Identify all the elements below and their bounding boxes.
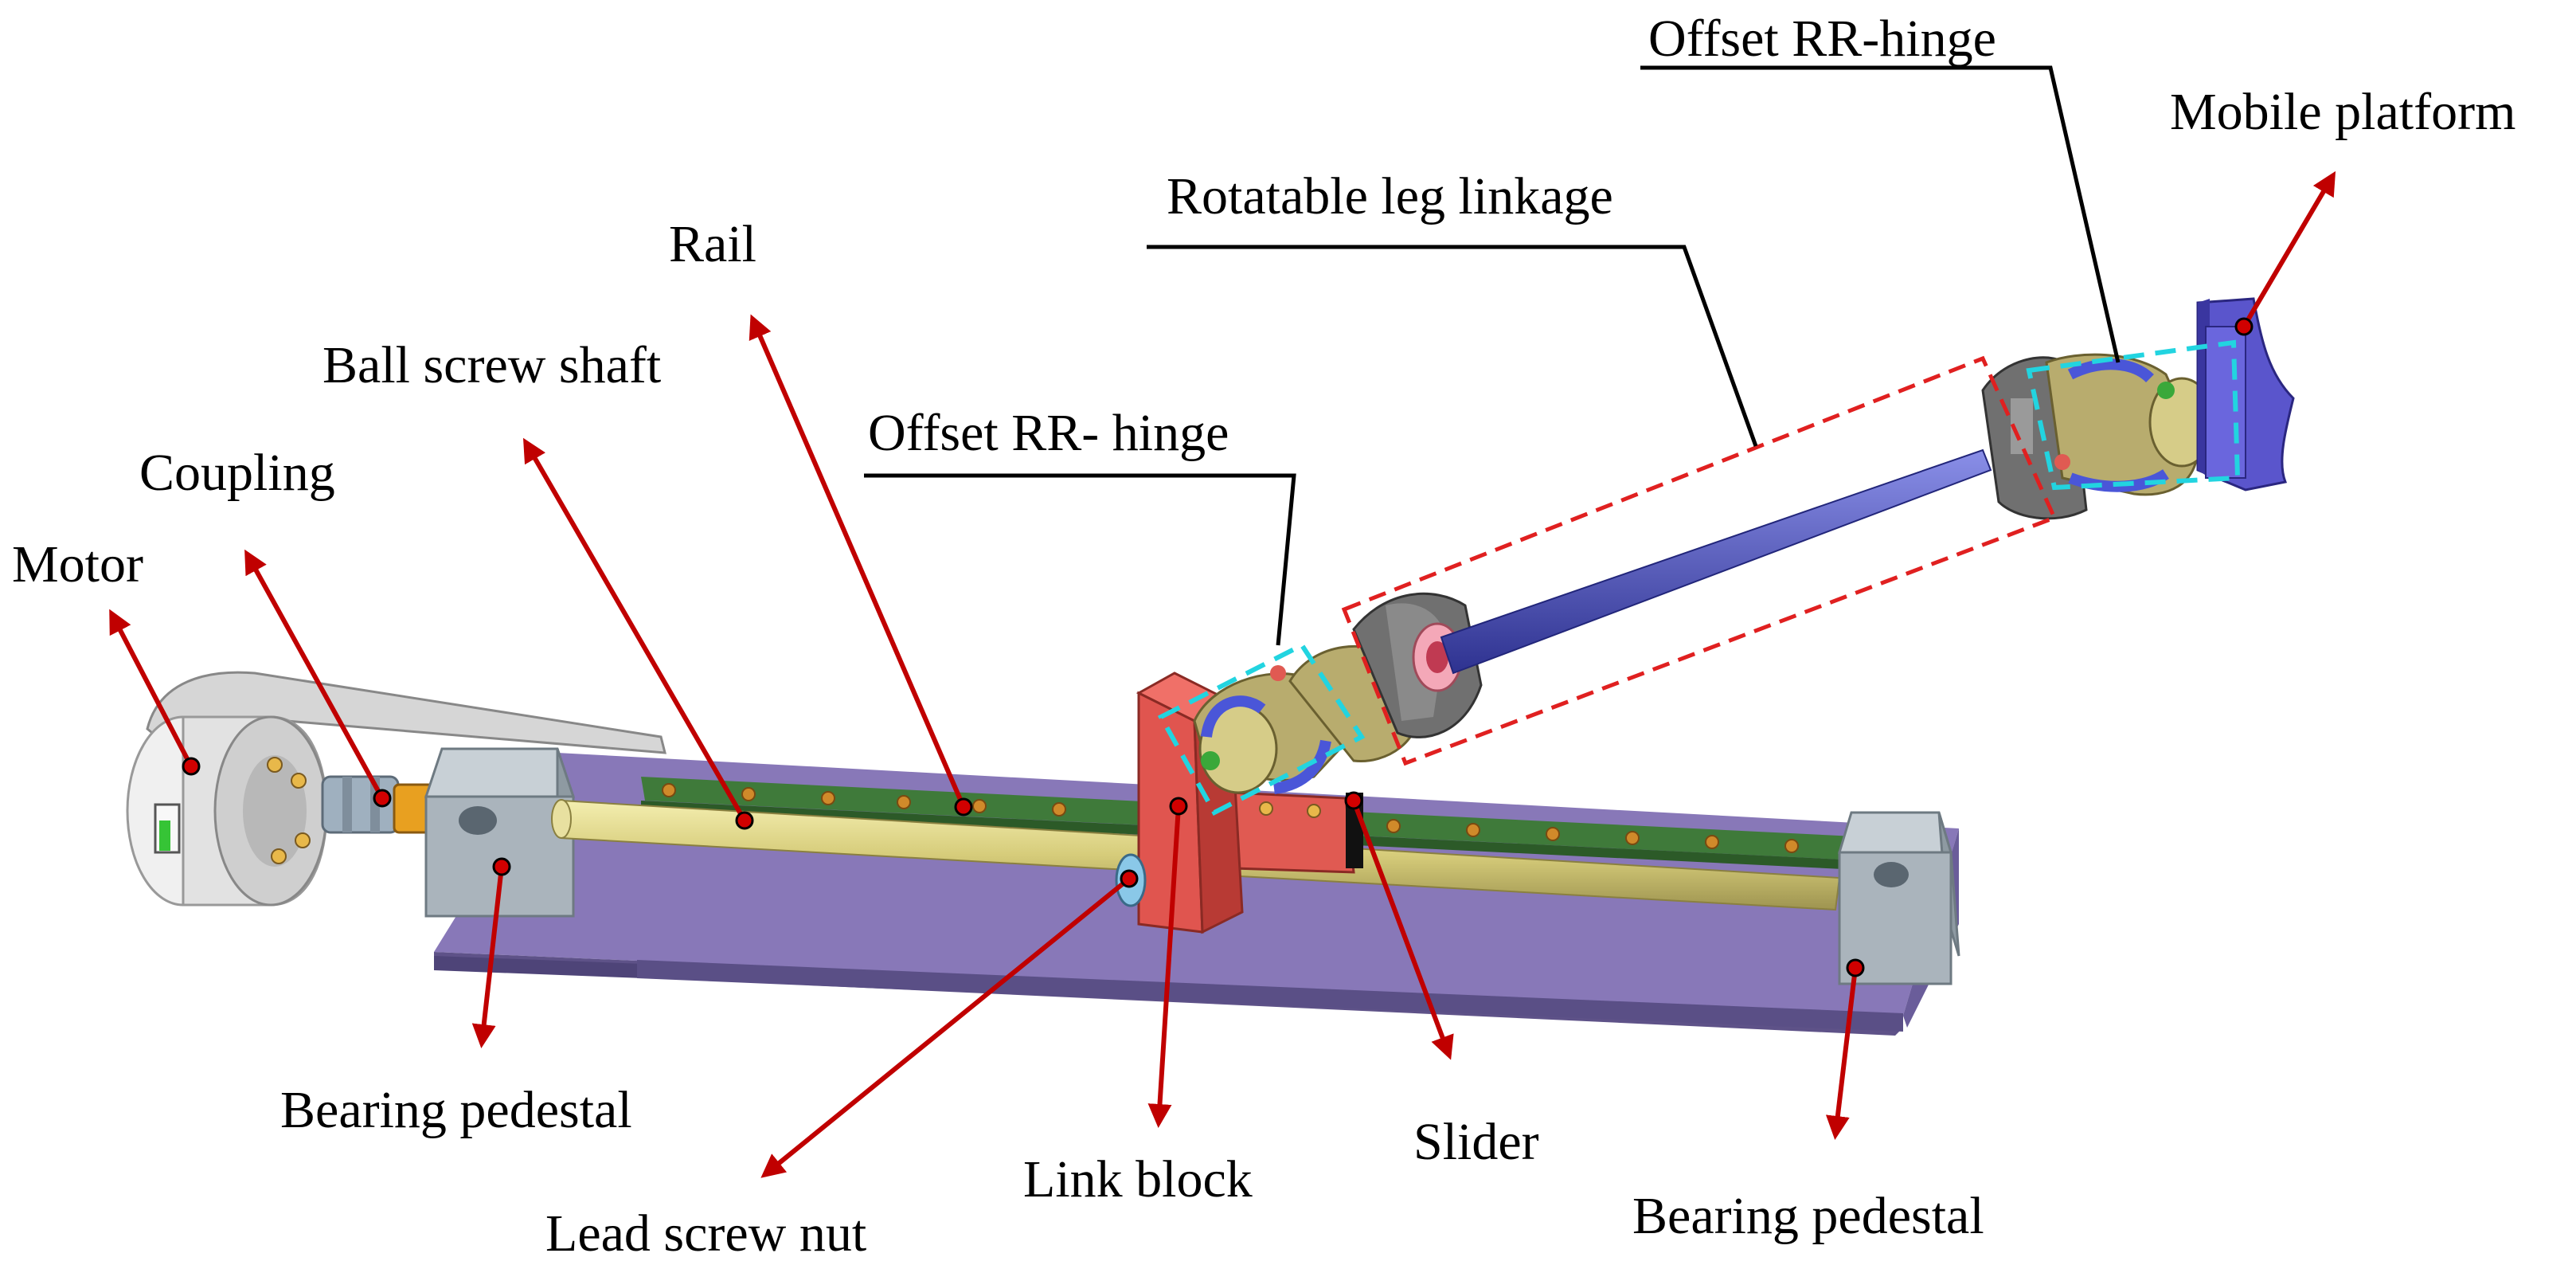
label-lead-screw-nut: Lead screw nut xyxy=(545,1204,866,1263)
annotation-arrows xyxy=(109,170,2336,1178)
dot-bearing-pedestal-right xyxy=(1846,958,1865,977)
arrow-bearing-pedestal-right xyxy=(1825,967,1858,1140)
label-offset-rr-hinge-upper: Offset RR-hinge xyxy=(1648,10,1996,68)
arrow-motor xyxy=(109,609,193,768)
dot-link-block xyxy=(1169,797,1188,816)
arrow-ball-screw-shaft xyxy=(522,437,747,822)
label-rail: Rail xyxy=(669,215,756,273)
dot-motor xyxy=(182,757,201,776)
dot-lead-screw-nut xyxy=(1120,869,1139,888)
label-motor: Motor xyxy=(12,535,143,593)
label-rotatable-leg-linkage: Rotatable leg linkage xyxy=(1167,167,1613,225)
dot-ball-screw-shaft xyxy=(735,811,754,830)
arrow-lead-screw-nut xyxy=(760,876,1131,1178)
motor xyxy=(126,715,328,907)
label-link-block: Link block xyxy=(1023,1150,1253,1208)
leg-rod xyxy=(1440,448,1992,675)
label-offset-rr-hinge-lower: Offset RR- hinge xyxy=(868,404,1229,462)
label-slider: Slider xyxy=(1413,1113,1539,1171)
dot-coupling xyxy=(373,789,392,808)
upper-hinge-box xyxy=(2026,339,2241,491)
label-coupling: Coupling xyxy=(139,444,335,502)
dot-mobile-platform xyxy=(2234,317,2254,336)
lower-leg-clevis xyxy=(1352,592,1483,738)
labels: Motor Coupling Ball screw shaft Rail Off… xyxy=(12,10,2515,1263)
arrow-link-block xyxy=(1147,805,1181,1128)
arrow-mobile-platform xyxy=(2242,170,2336,328)
arrow-slider xyxy=(1351,799,1454,1060)
leg-linkage-box xyxy=(1341,355,2058,766)
bearing-pedestal-right xyxy=(1837,811,1960,985)
arrow-bearing-pedestal-left xyxy=(471,866,504,1048)
slider xyxy=(1229,791,1363,874)
arrow-rail xyxy=(749,314,966,809)
lower-hinge-box xyxy=(1157,642,1366,816)
upper-rr-hinge xyxy=(1981,353,2215,520)
arrow-coupling xyxy=(244,549,385,800)
leader-lines xyxy=(864,65,2121,646)
dot-bearing-pedestal-left xyxy=(492,857,511,876)
dot-slider xyxy=(1344,791,1363,810)
label-mobile-platform: Mobile platform xyxy=(2170,83,2515,141)
label-bearing-pedestal-left: Bearing pedestal xyxy=(280,1081,632,1139)
dot-rail xyxy=(954,797,973,817)
label-bearing-pedestal-right: Bearing pedestal xyxy=(1632,1187,1984,1245)
label-ball-screw-shaft: Ball screw shaft xyxy=(322,336,661,394)
